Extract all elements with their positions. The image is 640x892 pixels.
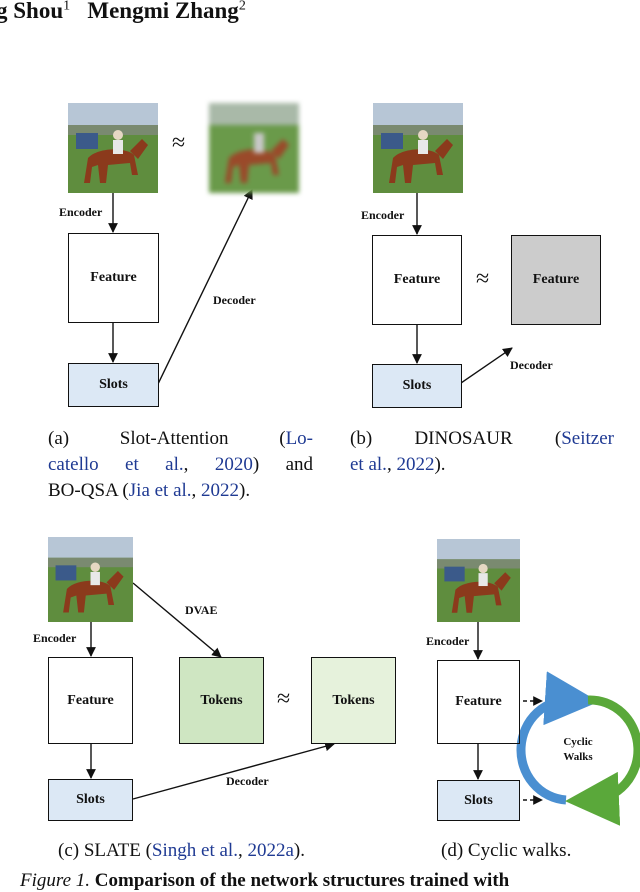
horse-photo-input-c xyxy=(48,537,133,622)
slots-box-a: Slots xyxy=(68,363,159,407)
encoder-label-b: Encoder xyxy=(361,208,405,222)
caption-a: (a) Slot-Attention (Lo- catello et al., … xyxy=(48,428,314,501)
feature-target-box-b: Feature xyxy=(511,235,601,325)
feature-box-c: Feature xyxy=(48,657,133,744)
author-line: g Shou1 Mengmi Zhang2 xyxy=(0,0,246,24)
caption-c: (c) SLATE (Singh et al., 2022a). xyxy=(58,840,305,861)
dvae-label-c: DVAE xyxy=(185,603,218,617)
author-1: g Shou xyxy=(0,0,64,23)
feature-box-a: Feature xyxy=(68,233,159,323)
slots-box-d: Slots xyxy=(437,780,520,821)
horse-photo-reconstruction-a xyxy=(209,103,299,193)
feature-box-b: Feature xyxy=(372,235,462,325)
author-2: Mengmi Zhang xyxy=(87,0,239,23)
encoder-label-c: Encoder xyxy=(33,631,77,645)
approx-symbol-b: ≈ xyxy=(476,266,490,292)
tokens-box-c: Tokens xyxy=(179,657,264,744)
horse-photo-input-a xyxy=(68,103,158,193)
caption-b: (b) DINOSAUR (Seitzer et al., 2022). xyxy=(350,428,614,475)
decoder-label-a: Decoder xyxy=(213,293,256,307)
encoder-label-d: Encoder xyxy=(426,634,470,648)
slots-box-c: Slots xyxy=(48,779,133,821)
decoder-label-b: Decoder xyxy=(510,358,553,372)
tokens-target-box-c: Tokens xyxy=(311,657,396,744)
figure-caption: Figure 1. Comparison of the network stru… xyxy=(20,870,510,891)
cyclic-walks-label: Cyclic Walks xyxy=(563,736,593,763)
cyclic-arrow-blue xyxy=(516,671,599,805)
approx-symbol-a: ≈ xyxy=(172,130,186,156)
decoder-label-c: Decoder xyxy=(226,774,269,788)
slots-box-b: Slots xyxy=(372,364,462,408)
approx-symbol-c: ≈ xyxy=(277,686,291,712)
feature-box-d: Feature xyxy=(437,660,520,744)
horse-photo-input-d xyxy=(437,539,520,622)
cyclic-arrow-green xyxy=(565,695,640,826)
encoder-label-a: Encoder xyxy=(59,205,103,219)
horse-photo-input-b xyxy=(373,103,463,193)
caption-d: (d) Cyclic walks. xyxy=(441,840,572,861)
